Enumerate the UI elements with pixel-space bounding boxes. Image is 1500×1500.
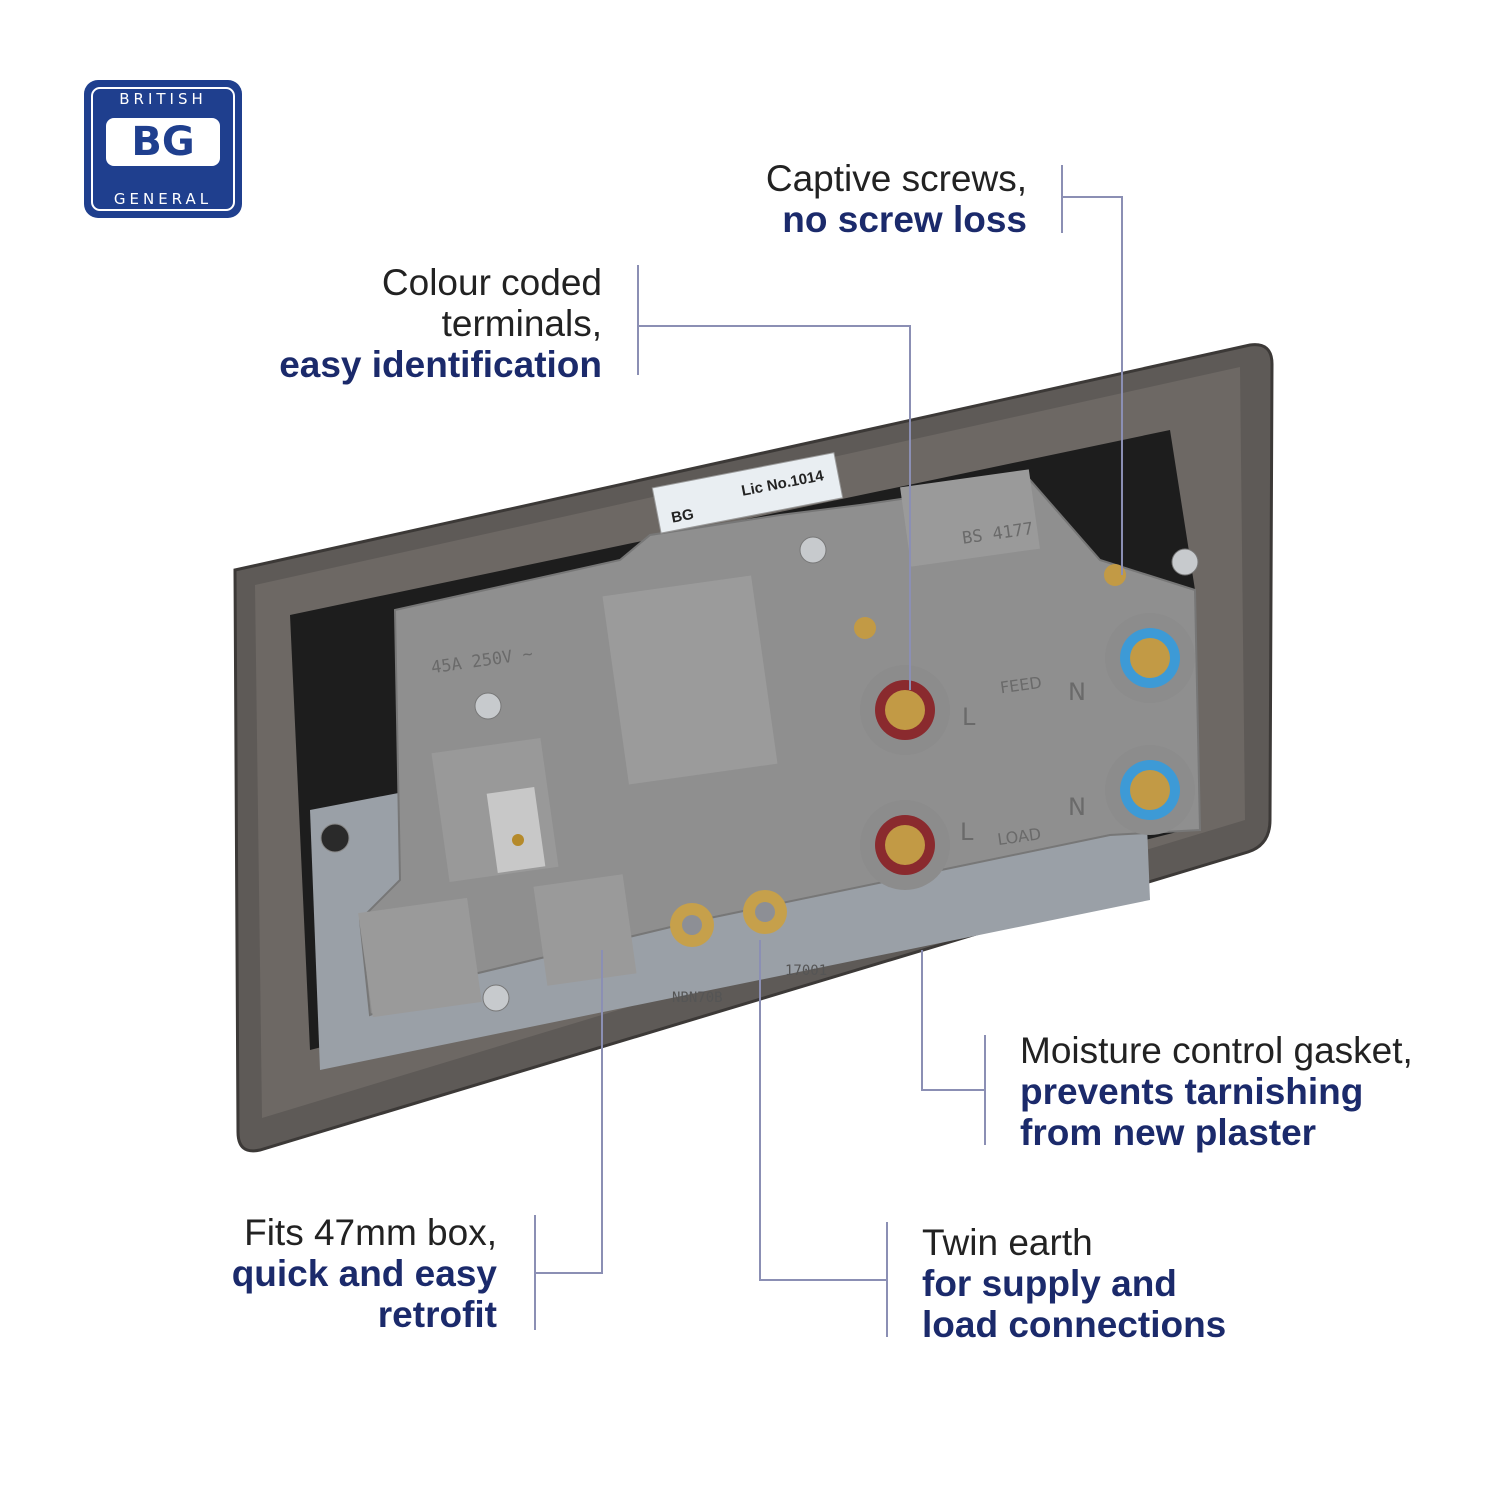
callout-colour-line2: terminals, xyxy=(441,303,602,344)
indicator-dot xyxy=(512,834,524,846)
callout-moisture-line2: prevents tarnishing xyxy=(1020,1071,1364,1112)
captive-screw-brass xyxy=(1104,564,1126,586)
callout-twin-line3: load connections xyxy=(922,1304,1227,1345)
licence-sticker xyxy=(651,452,844,534)
sticker-bg-text: BG xyxy=(670,506,695,527)
callout-moisture-line3: from new plaster xyxy=(1020,1112,1317,1153)
earth-terminals xyxy=(670,890,787,947)
logo-border xyxy=(91,87,235,211)
load-neutral-text: N xyxy=(1068,793,1086,821)
callout-fits-box: Fits 47mm box, quick and easy retrofit xyxy=(180,1212,497,1335)
screw-4 xyxy=(482,984,510,1012)
callout-captive-line2: no screw loss xyxy=(782,199,1027,240)
code-text: NBN70B xyxy=(672,990,723,1006)
callout-fits-line2: quick and easy xyxy=(231,1253,497,1294)
indicator-window xyxy=(486,787,546,873)
grey-housing xyxy=(358,478,1202,1017)
screw-1 xyxy=(474,692,502,720)
feed-live-text: L xyxy=(962,703,976,731)
callout-twin-earth: Twin earth for supply and load connectio… xyxy=(922,1222,1322,1345)
callout-colour-coded: Colour coded terminals, easy identificat… xyxy=(230,262,602,385)
captive-screw-brass-2 xyxy=(854,617,876,639)
code2-text: 17001 xyxy=(785,963,827,979)
fixing-hole xyxy=(320,823,350,853)
terminal-feed-neutral xyxy=(1105,613,1195,703)
callout-colour-line1: Colour coded xyxy=(381,262,602,303)
feed-neutral-text: N xyxy=(1068,678,1086,706)
callout-moisture-line1: Moisture control gasket, xyxy=(1020,1030,1413,1071)
callout-fits-line1: Fits 47mm box, xyxy=(244,1212,497,1253)
british-general-logo: BRITISH BG GENERAL xyxy=(84,80,242,218)
callout-captive-screws: Captive screws, no screw loss xyxy=(690,158,1027,240)
base-block-right xyxy=(533,874,637,986)
leader-lines xyxy=(534,165,1123,1337)
screw-2 xyxy=(799,536,827,564)
terminal-feed-live xyxy=(860,665,950,755)
screw-3 xyxy=(1171,548,1199,576)
load-live-text: L xyxy=(960,818,974,846)
logo-text-top: BRITISH xyxy=(119,90,207,108)
callout-twin-line2: for supply and xyxy=(922,1263,1177,1304)
terminal-load-neutral xyxy=(1105,745,1195,835)
logo-mark: BG xyxy=(106,118,220,166)
callout-captive-line1: Captive screws, xyxy=(765,158,1027,199)
terminal-load-live xyxy=(860,800,950,890)
base-block-left xyxy=(358,897,482,1018)
logo-text-bottom: GENERAL xyxy=(113,190,213,208)
callout-moisture-gasket: Moisture control gasket, prevents tarnis… xyxy=(1020,1030,1480,1153)
callout-fits-line3: retrofit xyxy=(377,1294,497,1335)
switch-block xyxy=(602,575,778,785)
callout-colour-line3: easy identification xyxy=(279,344,602,385)
callout-twin-line1: Twin earth xyxy=(922,1222,1093,1263)
top-block xyxy=(900,469,1040,567)
